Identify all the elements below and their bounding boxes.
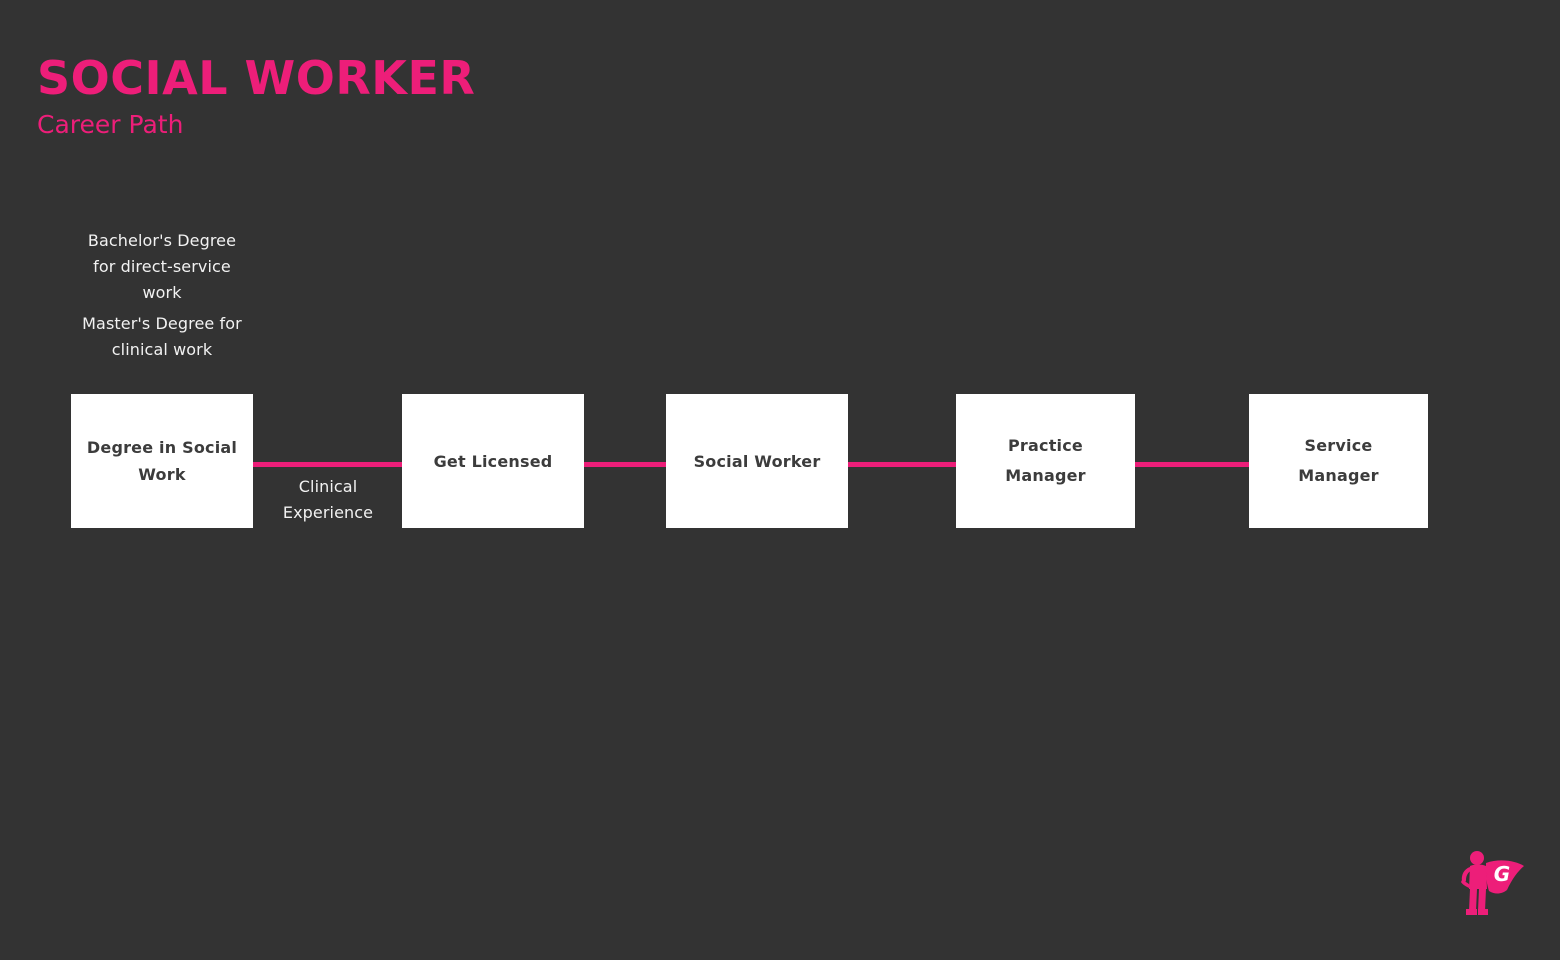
annotation-line3: work [142,283,182,302]
boot-right-shape [1478,909,1488,915]
head-shape [1470,851,1484,865]
page-subtitle: Career Path [37,110,184,139]
torso-shape [1469,864,1487,889]
node-label: Service Manager [1298,431,1379,491]
leg-left-shape [1469,889,1477,911]
edge-label-line2: Experience [282,503,374,522]
edge-label-line1: Clinical [298,477,358,496]
node-label-line2: Manager [1298,466,1379,485]
superhero-g-logo-icon: G [1452,845,1528,921]
node-label-line1: Service [1304,436,1373,455]
connector-licensed-to-social-worker [584,462,666,467]
connector-degree-to-licensed [253,462,402,467]
boot-left-shape [1466,909,1477,915]
leg-right-shape [1478,889,1486,911]
page-header: SOCIAL WORKER Career Path [37,52,475,140]
node-label: Practice Manager [1005,431,1086,491]
node-label-line1: Degree in Social [86,438,238,457]
connector-practice-manager-to-service-manager [1135,462,1249,467]
node-label-line1: Get Licensed [433,451,553,471]
arm-right-shape [1485,867,1493,882]
node-label-line1: Practice [1008,436,1083,455]
node-practice-manager[interactable]: Practice Manager [956,394,1135,528]
logo-letter: G [1494,862,1510,886]
node-label-line1: Social Worker [693,451,821,471]
arm-left-shape [1461,867,1471,883]
node-social-worker[interactable]: Social Worker [666,394,848,528]
node-get-licensed[interactable]: Get Licensed [402,394,584,528]
annotation-bachelors-degree: Bachelor's Degree for direct-service wor… [61,228,263,306]
cape-shape [1486,860,1524,890]
node-label: Degree in Social Work [87,434,237,488]
annotation-line1: Master's Degree for [82,314,242,333]
annotation-masters-degree: Master's Degree for clinical work [56,311,268,363]
annotation-line2: for direct-service [93,257,231,276]
edge-label-clinical-experience: Clinical Experience [243,474,413,526]
node-label: Social Worker [694,448,821,475]
node-label-line2: Manager [1005,466,1086,485]
node-degree-in-social-work[interactable]: Degree in Social Work [71,394,253,528]
arm-left-lower-shape [1461,880,1470,888]
annotation-line1: Bachelor's Degree [87,231,237,250]
page-title: SOCIAL WORKER [37,51,476,105]
node-service-manager[interactable]: Service Manager [1249,394,1428,528]
annotation-line2: clinical work [111,340,213,359]
connector-social-worker-to-practice-manager [847,462,956,467]
node-label-line2: Work [138,465,186,484]
node-label: Get Licensed [434,448,553,475]
